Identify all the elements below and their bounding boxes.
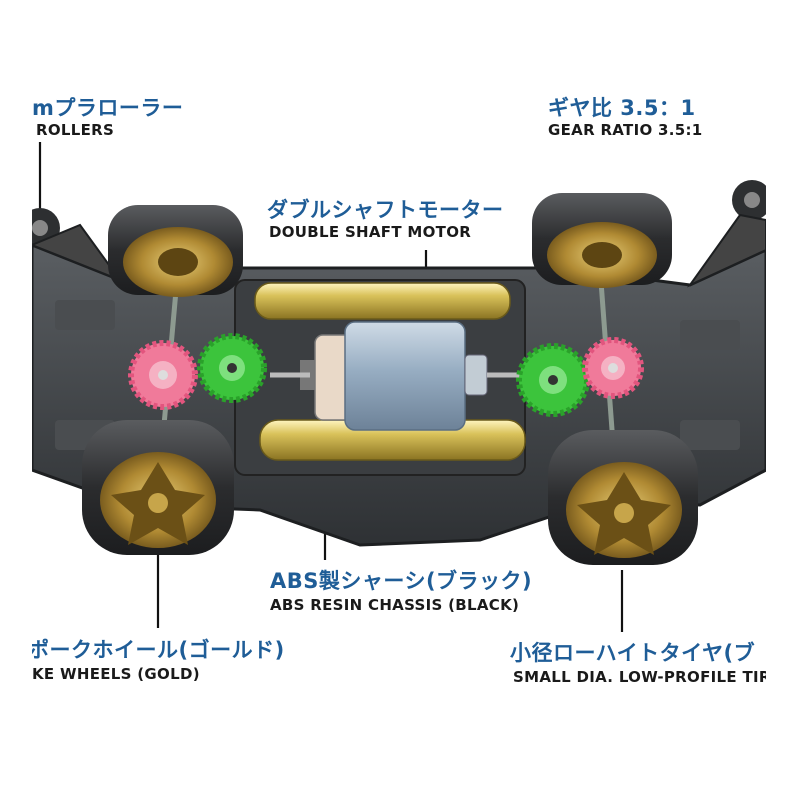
chassis-illustration [32,142,766,632]
battery-upper [254,282,511,320]
wheels-label-jp: ポークホイール(ゴールド) [32,638,285,662]
gear-ratio-label-jp: ギヤ比 3.5：1 [548,96,696,120]
tires-label-jp: 小径ローハイトタイヤ(ブ [510,641,756,665]
motor-icon [270,321,520,431]
wheel-icon [108,205,243,297]
diagram-canvas: mプラローラー ROLLERS ギヤ比 3.5：1 GEAR RATIO 3.5… [32,0,766,800]
rollers-label-en: ROLLERS [36,121,115,139]
gear-icon [128,340,198,410]
motor-label-jp: ダブルシャフトモーター [267,198,504,222]
wheel-icon [532,193,672,288]
gear-ratio-label-en: GEAR RATIO 3.5:1 [548,121,703,139]
gear-icon [582,337,644,399]
chassis-label-en: ABS RESIN CHASSIS (BLACK) [270,596,520,614]
roller-icon [732,180,766,220]
wheels-label-en: KE WHEELS (GOLD) [32,665,200,683]
gear-icon [516,343,590,417]
wheel-icon [82,420,234,555]
motor-label-en: DOUBLE SHAFT MOTOR [269,223,472,241]
gear-icon [197,333,267,403]
tires-label-en: SMALL DIA. LOW-PROFILE TIR [513,668,766,686]
rollers-label-jp: mプラローラー [32,96,184,120]
chassis-label-jp: ABS製シャーシ(ブラック) [270,569,533,593]
wheel-icon [548,430,698,565]
